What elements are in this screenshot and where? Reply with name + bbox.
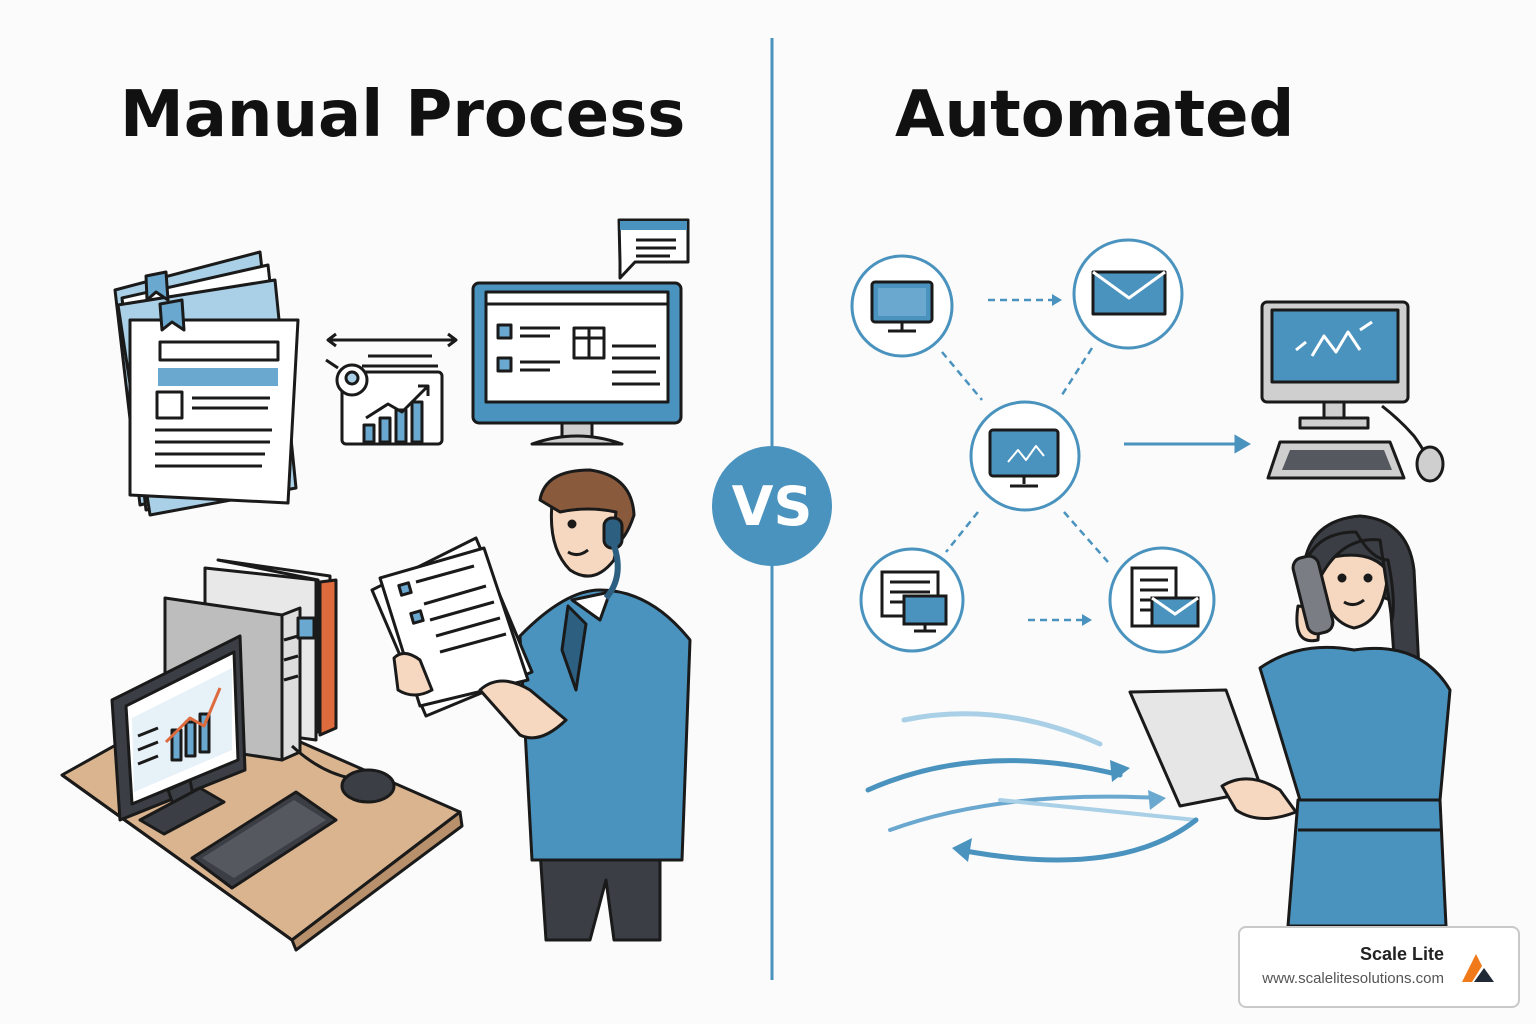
email-node-icon [1091,270,1167,316]
brand-logo-icon [1462,954,1494,982]
brand-card[interactable]: Scale Lite www.scalelitesolutions.com [1238,926,1520,1008]
monitor-node-icon [988,428,1060,488]
manual-process-title: Manual Process [120,78,686,152]
desktop-monitor-icon [471,281,683,446]
desk-computer-icon [60,558,464,952]
chart-card-icon [325,332,458,446]
vs-label: VS [731,474,813,538]
businessman-with-papers-icon [370,468,692,942]
brand-name: Scale Lite [1359,944,1444,964]
analytics-computer-icon [1260,300,1445,483]
flow-arrow [1124,434,1251,454]
document-stack-icon [113,250,300,517]
monitor-node-icon [880,570,948,633]
automated-title: Automated [895,78,1295,152]
chat-bubble-icon [617,218,690,280]
vs-badge: VS [712,446,832,566]
email-node-icon [1130,566,1200,628]
businesswoman-on-phone-icon [1128,514,1452,928]
flow-arrows-icon [865,711,1199,863]
monitor-node-icon [870,280,934,333]
network-hub-icon [850,238,1216,654]
brand-url[interactable]: www.scalelitesolutions.com [1262,970,1444,987]
